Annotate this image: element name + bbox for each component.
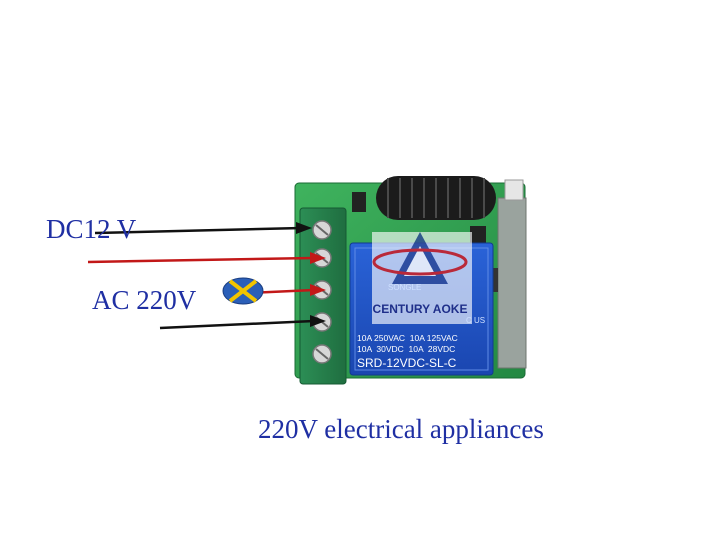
ac-supply-label: AC 220V <box>92 285 197 315</box>
watermark-logo <box>372 232 472 324</box>
light-bulb-icon <box>222 277 264 305</box>
relay-brand: SONGLE <box>388 283 421 292</box>
dc-supply-label: DC12 V <box>46 214 137 244</box>
dc-positive-wire <box>87 252 326 264</box>
watermark-text: CENTURY AOKE <box>373 302 468 316</box>
appliance-label: 220V electrical appliances <box>258 414 544 444</box>
coil-antenna-icon <box>376 176 496 220</box>
relay-rating-line2: 10A 30VDC 10A 28VDC <box>357 344 455 354</box>
relay-model: SRD-12VDC-SL-C <box>357 356 457 370</box>
dc-negative-wire <box>94 222 312 235</box>
relay-cert: C US <box>466 316 485 325</box>
terminal-block <box>299 207 347 385</box>
appliance-wire <box>159 315 326 330</box>
relay-rating-line1: 10A 250VAC 10A 125VAC <box>357 333 458 343</box>
